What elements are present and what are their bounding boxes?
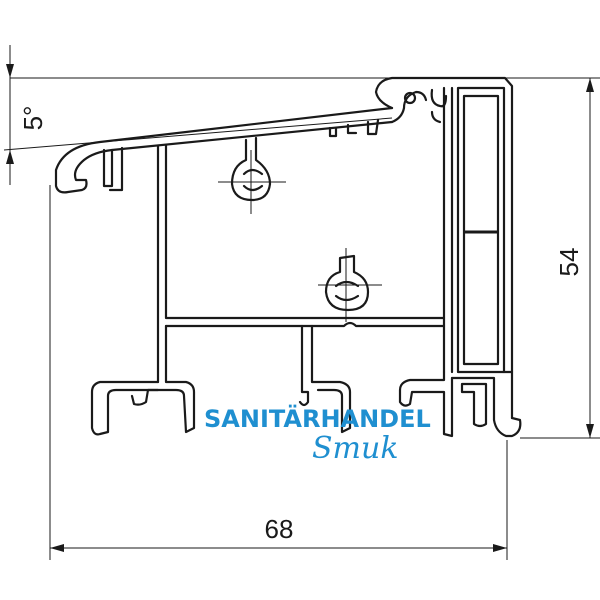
watermark-logo: SANITÄRHANDEL Smuk (204, 404, 431, 466)
height-label: 54 (554, 248, 584, 277)
aluminium-profile (54, 76, 522, 438)
width-label: 68 (265, 514, 294, 544)
dimension-lines (3, 45, 600, 560)
watermark-line2: Smuk (312, 431, 399, 466)
watermark-line1: SANITÄRHANDEL (204, 404, 431, 433)
angle-label: 5° (18, 106, 48, 131)
